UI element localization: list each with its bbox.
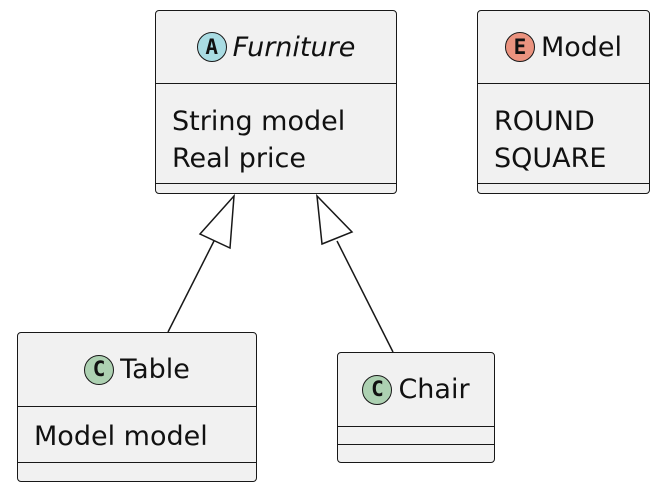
furniture-abstract-class[interactable]: A Furniture String model Real price xyxy=(155,10,397,194)
chair-title: Chair xyxy=(398,374,470,405)
abstract-class-icon: A xyxy=(196,32,227,62)
table-title: Table xyxy=(120,354,190,385)
table-class[interactable]: C Table Model model xyxy=(17,332,257,482)
table-attributes: Model model xyxy=(34,418,208,455)
furniture-attribute-model: String model xyxy=(172,106,346,137)
enum-value-round: ROUND xyxy=(494,106,595,137)
model-title: Model xyxy=(540,31,623,63)
table-furniture-generalization-line xyxy=(167,240,215,333)
enum-icon: E xyxy=(504,32,535,62)
chair-class[interactable]: C Chair xyxy=(337,352,495,463)
model-title-divider xyxy=(478,83,649,84)
table-header: C Table xyxy=(18,333,256,406)
enum-value-square: SQUARE xyxy=(494,143,607,174)
furniture-title: Furniture xyxy=(232,31,356,63)
model-enum-values: ROUND SQUARE xyxy=(494,103,606,177)
chair-methods-divider xyxy=(338,444,494,445)
table-attribute-model: Model model xyxy=(34,421,208,452)
chair-header: C Chair xyxy=(338,353,494,426)
model-methods-divider xyxy=(478,183,649,184)
class-icon: C xyxy=(362,374,393,405)
chair-furniture-generalization-line xyxy=(336,240,394,353)
furniture-methods-divider xyxy=(156,183,396,184)
table-methods-divider xyxy=(18,462,256,463)
chair-title-divider xyxy=(338,426,494,427)
furniture-title-divider xyxy=(156,83,396,84)
model-header: E Model xyxy=(478,11,649,83)
furniture-attribute-price: Real price xyxy=(172,143,306,174)
class-icon: C xyxy=(84,354,115,385)
furniture-attributes: String model Real price xyxy=(172,103,345,177)
furniture-header: A Furniture xyxy=(156,11,396,83)
model-enum[interactable]: E Model ROUND SQUARE xyxy=(477,10,650,194)
table-title-divider xyxy=(18,406,256,407)
chair-furniture-generalization-arrowhead xyxy=(316,193,354,246)
table-furniture-generalization-arrowhead xyxy=(198,193,235,250)
